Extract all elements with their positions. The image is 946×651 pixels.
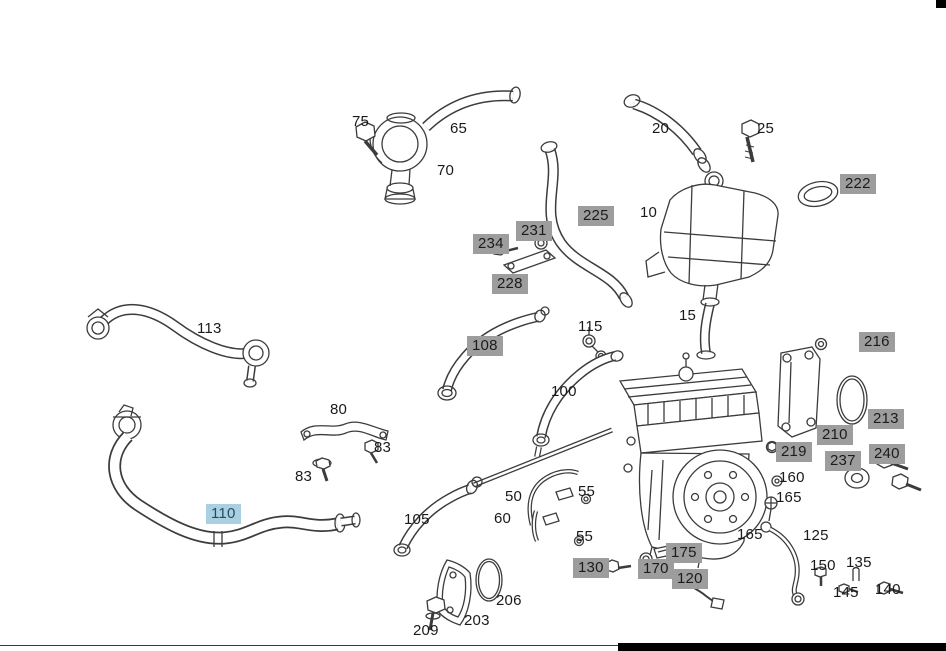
part-label-210[interactable]: 210 [817, 425, 853, 445]
part-label-20[interactable]: 20 [652, 120, 670, 137]
part-hose-100 [532, 350, 624, 458]
part-clip-135 [852, 566, 860, 581]
part-label-175[interactable]: 175 [666, 543, 702, 563]
part-label-10[interactable]: 10 [640, 204, 658, 221]
part-label-100[interactable]: 100 [551, 383, 577, 400]
part-hose-65 [369, 86, 521, 172]
part-bolt-55-upper [580, 493, 592, 505]
part-label-115[interactable]: 115 [578, 318, 603, 335]
bottom-edge-line [0, 645, 946, 646]
part-bracket-228 [502, 249, 557, 274]
part-hose-108 [437, 306, 550, 401]
part-label-108[interactable]: 108 [467, 336, 503, 356]
part-label-80[interactable]: 80 [330, 401, 348, 418]
part-label-60[interactable]: 60 [494, 510, 512, 527]
top-right-mark [936, 0, 946, 8]
part-hose-113 [86, 304, 270, 388]
part-label-231[interactable]: 231 [516, 221, 552, 241]
part-bolt-130 [605, 559, 632, 573]
part-compressor [618, 352, 768, 569]
part-ring-216 [814, 337, 828, 351]
part-bolt-25 [741, 119, 760, 163]
part-hose-225 [540, 141, 633, 308]
part-bolt-209 [425, 596, 446, 631]
part-label-125[interactable]: 125 [803, 527, 829, 544]
part-gasket-206 [475, 558, 503, 602]
part-label-83[interactable]: 83 [295, 468, 313, 485]
part-oring-213 [836, 375, 868, 425]
part-label-50[interactable]: 50 [505, 488, 523, 505]
part-label-150[interactable]: 150 [810, 557, 836, 574]
part-label-234[interactable]: 234 [473, 234, 509, 254]
part-pipe-50-60 [527, 469, 579, 542]
part-label-219[interactable]: 219 [776, 442, 812, 462]
part-label-120[interactable]: 120 [672, 569, 708, 589]
part-label-25[interactable]: 25 [757, 120, 775, 137]
part-hose-15 [696, 297, 720, 360]
part-label-65[interactable]: 65 [450, 120, 468, 137]
part-bolt-55-lower [573, 535, 585, 547]
part-label-113[interactable]: 113 [197, 320, 222, 337]
part-label-140[interactable]: 140 [875, 581, 901, 598]
part-label-83[interactable]: 83 [374, 439, 392, 456]
part-label-237[interactable]: 237 [825, 451, 861, 471]
part-bolt-140 [877, 581, 904, 595]
part-bolt-83-right [364, 439, 379, 464]
part-outlet-70 [384, 168, 416, 205]
part-label-228[interactable]: 228 [492, 274, 528, 294]
part-label-222[interactable]: 222 [840, 174, 876, 194]
part-label-216[interactable]: 216 [859, 332, 895, 352]
part-pipe-125 [760, 521, 805, 606]
part-bracket-210 [777, 346, 821, 438]
part-label-75[interactable]: 75 [352, 113, 370, 130]
part-label-15[interactable]: 15 [679, 307, 697, 324]
part-label-165[interactable]: 165 [776, 489, 802, 506]
part-valve-165 [764, 496, 778, 522]
bottom-taskbar-fragment [618, 643, 946, 651]
part-label-145[interactable]: 145 [833, 584, 859, 601]
part-bolt-75 [355, 121, 379, 157]
part-label-110[interactable]: 110 [206, 504, 241, 524]
part-label-55[interactable]: 55 [576, 528, 594, 545]
part-label-165[interactable]: 165 [737, 526, 763, 543]
part-fitting-160 [771, 475, 783, 487]
part-bolt-150 [814, 566, 827, 586]
part-label-135[interactable]: 135 [846, 554, 872, 571]
part-bolt-145 [838, 583, 859, 594]
part-label-240[interactable]: 240 [869, 444, 905, 464]
part-bracket-80 [300, 421, 389, 442]
part-label-170[interactable]: 170 [638, 559, 674, 579]
part-label-160[interactable]: 160 [779, 469, 805, 486]
part-bolt-83-left [312, 457, 332, 482]
part-label-70[interactable]: 70 [437, 162, 455, 179]
part-label-203[interactable]: 203 [464, 612, 490, 629]
part-hose-20 [623, 94, 711, 173]
part-pulley-237 [844, 467, 870, 489]
part-hose-105 [393, 427, 613, 557]
part-ring-222 [797, 180, 839, 208]
part-label-209[interactable]: 209 [413, 622, 439, 639]
part-label-105[interactable]: 105 [404, 511, 430, 528]
part-label-130[interactable]: 130 [573, 558, 609, 578]
part-label-213[interactable]: 213 [868, 409, 904, 429]
part-label-225[interactable]: 225 [578, 206, 614, 226]
part-tank-10 [645, 171, 779, 301]
part-label-206[interactable]: 206 [496, 592, 522, 609]
part-label-55[interactable]: 55 [578, 483, 596, 500]
part-hose-110 [108, 404, 361, 547]
